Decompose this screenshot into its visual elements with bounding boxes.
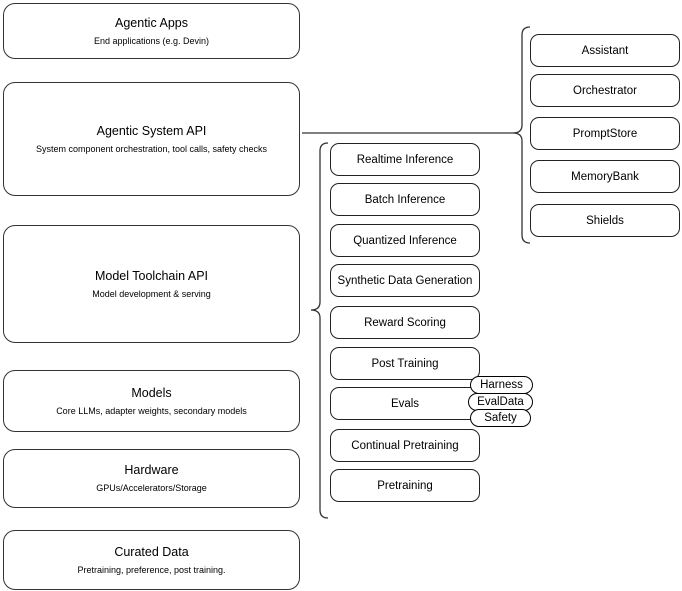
stack-layer-title: Model Toolchain API — [94, 268, 209, 283]
stack-layer-subtitle: GPUs/Accelerators/Storage — [96, 483, 207, 494]
stack-layer-subtitle: System component orchestration, tool cal… — [35, 143, 268, 154]
agentic-component-shields[interactable]: Shields — [530, 204, 680, 237]
toolchain-capability-evals[interactable]: Evals — [330, 387, 480, 420]
stack-layer-model-toolchain-api[interactable]: Model Toolchain API Model development & s… — [3, 225, 300, 343]
stack-layer-title: Models — [131, 385, 172, 400]
stack-layer-title: Agentic Apps — [115, 15, 188, 30]
agentic-component-memorybank[interactable]: MemoryBank — [530, 160, 680, 193]
evals-subcomponent-safety[interactable]: Safety — [470, 409, 531, 427]
agentic-component-orchestrator[interactable]: Orchestrator — [530, 74, 680, 107]
stack-layer-title: Hardware — [124, 463, 179, 478]
stack-layer-subtitle: End applications (e.g. Devin) — [93, 35, 210, 46]
toolchain-capability-batch-inference[interactable]: Batch Inference — [330, 183, 480, 216]
agentic-component-assistant[interactable]: Assistant — [530, 34, 680, 67]
agentic-bracket — [512, 26, 531, 244]
stack-layer-title: Agentic System API — [96, 123, 207, 138]
evals-subcomponent-harness[interactable]: Harness — [470, 376, 533, 394]
toolchain-capability-quantized-inference[interactable]: Quantized Inference — [330, 224, 480, 257]
stack-layer-agentic-system-api[interactable]: Agentic System API System component orche… — [3, 82, 300, 196]
toolchain-capability-pretraining[interactable]: Pretraining — [330, 469, 480, 502]
stack-layer-subtitle: Core LLMs, adapter weights, secondary mo… — [56, 405, 247, 416]
stack-layer-subtitle: Model development & serving — [92, 288, 211, 299]
stack-layer-subtitle: Pretraining, preference, post training. — [77, 564, 226, 575]
toolchain-capability-post-training[interactable]: Post Training — [330, 347, 480, 380]
agentic-component-promptstore[interactable]: PromptStore — [530, 117, 680, 150]
toolchain-capability-synthetic-data-generation[interactable]: Synthetic Data Generation — [330, 264, 480, 297]
toolchain-bracket — [310, 142, 329, 519]
toolchain-capability-realtime-inference[interactable]: Realtime Inference — [330, 143, 480, 176]
toolchain-capability-reward-scoring[interactable]: Reward Scoring — [330, 306, 480, 339]
stack-layer-title: Curated Data — [114, 544, 189, 559]
toolchain-capability-continual-pretraining[interactable]: Continual Pretraining — [330, 429, 480, 462]
